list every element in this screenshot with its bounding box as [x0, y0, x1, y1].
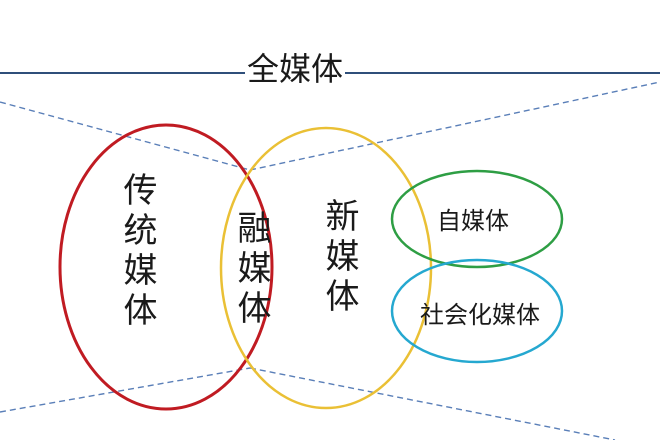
fusion-media-label: 融媒体 — [231, 210, 271, 330]
dashed-line-lower-right — [249, 367, 616, 440]
new-media-label: 新媒体 — [319, 198, 359, 318]
dashed-line-upper-left — [0, 101, 251, 171]
self-media-ellipse — [390, 169, 564, 269]
traditional-media-ellipse — [58, 123, 274, 411]
social-media-label: 社会化媒体 — [420, 301, 540, 329]
traditional-media-label: 传统媒体 — [117, 172, 157, 332]
title-label: 全媒体 — [245, 49, 346, 89]
dashed-line-upper-right — [249, 81, 660, 171]
dashed-line-lower-left — [0, 367, 251, 413]
self-media-label: 自媒体 — [437, 207, 509, 235]
social-media-ellipse — [390, 258, 564, 364]
